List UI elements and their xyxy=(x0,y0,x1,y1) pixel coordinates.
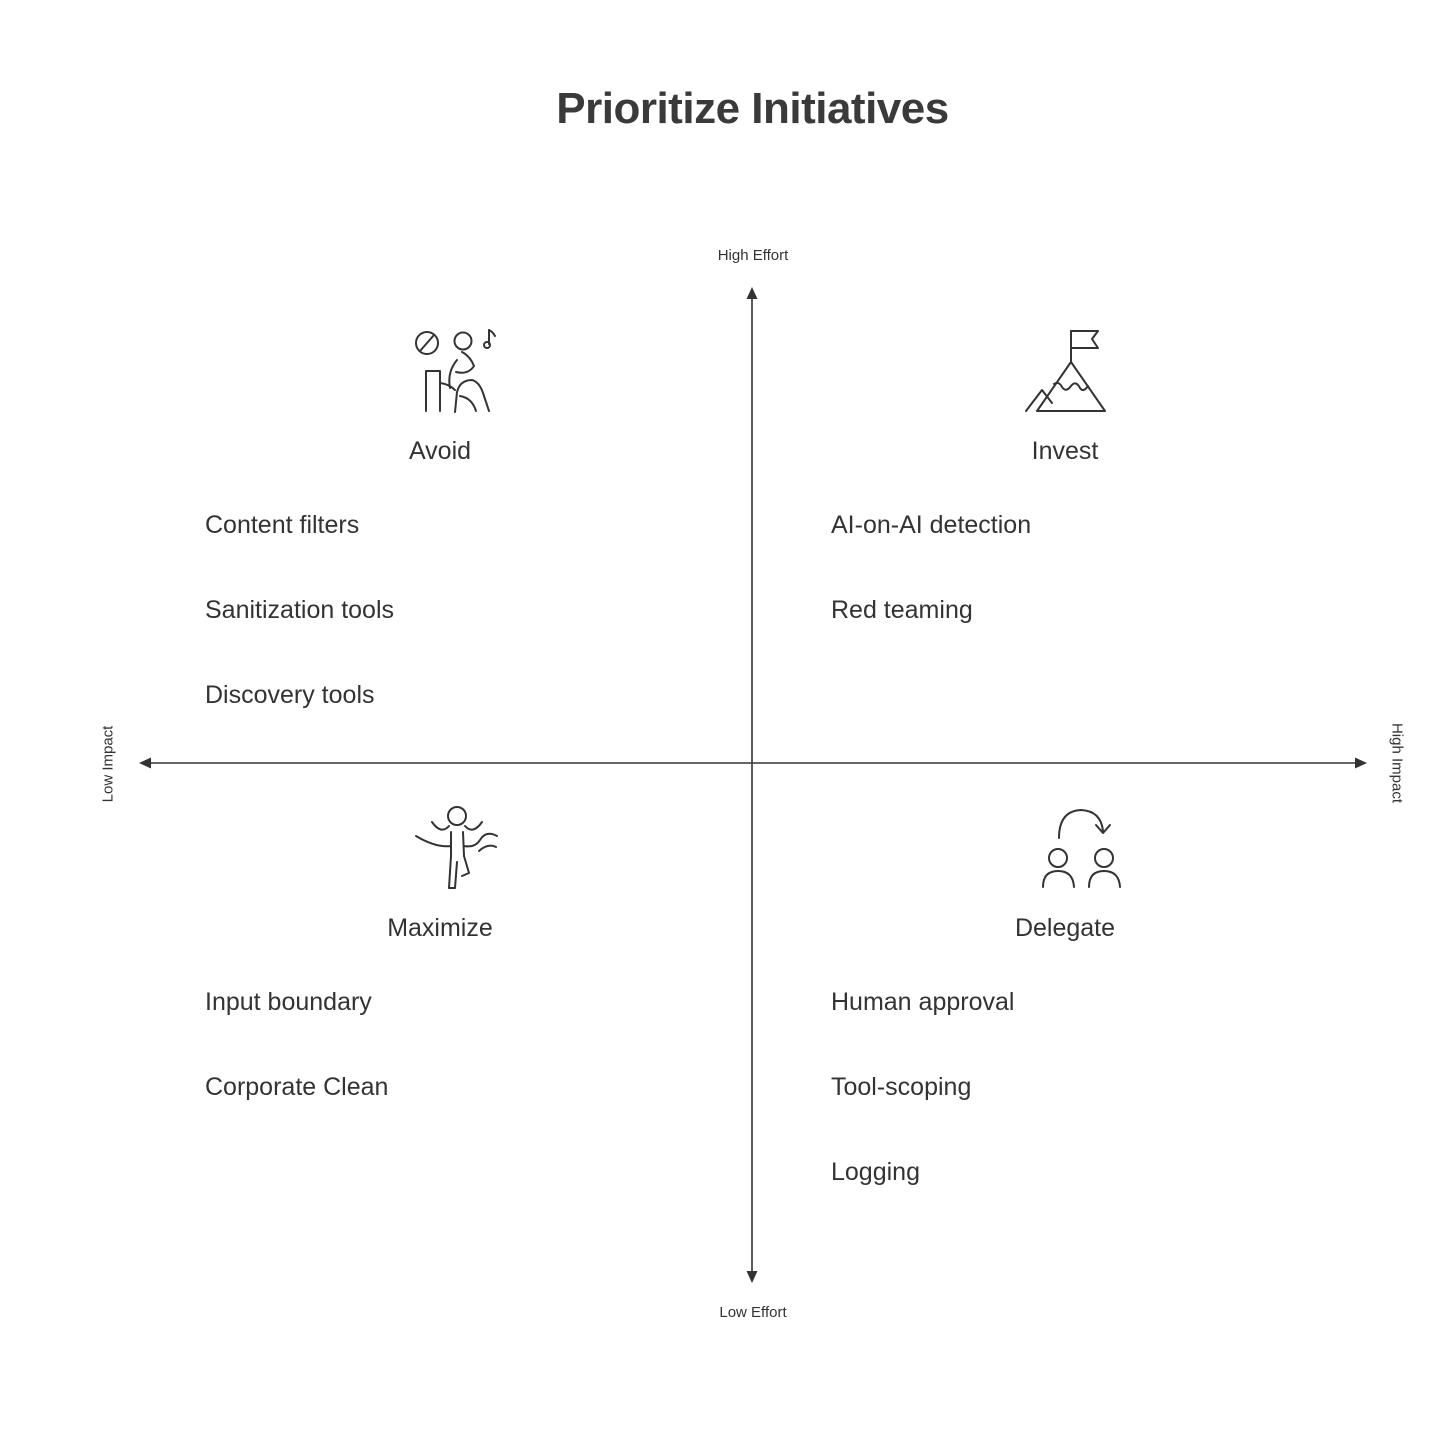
list-item: Sanitization tools xyxy=(205,596,395,624)
mountain-flag-icon xyxy=(1025,330,1106,412)
quadrant-title-avoid: Avoid xyxy=(408,437,472,465)
list-item: Content filters xyxy=(205,511,360,539)
axis-label-high-effort: High Effort xyxy=(717,247,789,264)
list-item: Corporate Clean xyxy=(205,1073,389,1101)
list-item: Input boundary xyxy=(205,988,372,1016)
celebrating-runner-icon xyxy=(415,806,498,889)
people-handoff-icon xyxy=(1042,809,1121,888)
axis-label-low-impact: Low Impact xyxy=(99,725,117,803)
axis-label-high-impact: High Impact xyxy=(1388,722,1406,804)
quadrant-title-maximize: Maximize xyxy=(387,914,493,942)
list-item: Logging xyxy=(831,1158,920,1186)
list-item: Discovery tools xyxy=(205,681,375,709)
person-at-desk-icon xyxy=(415,329,496,413)
list-item: AI-on-AI detection xyxy=(831,511,1032,539)
list-item: Human approval xyxy=(831,988,1015,1016)
diagram-title: Prioritize Initiatives xyxy=(556,84,949,133)
arrow-left xyxy=(139,757,151,769)
axis-label-low-effort: Low Effort xyxy=(719,1304,787,1321)
list-item: Red teaming xyxy=(831,596,973,624)
arrow-right xyxy=(1355,757,1367,769)
list-item: Tool-scoping xyxy=(831,1073,972,1101)
arrow-down xyxy=(746,1271,758,1283)
arrow-up xyxy=(746,287,758,299)
quadrant-title-delegate: Delegate xyxy=(1014,914,1116,942)
quadrant-title-invest: Invest xyxy=(1031,437,1099,465)
